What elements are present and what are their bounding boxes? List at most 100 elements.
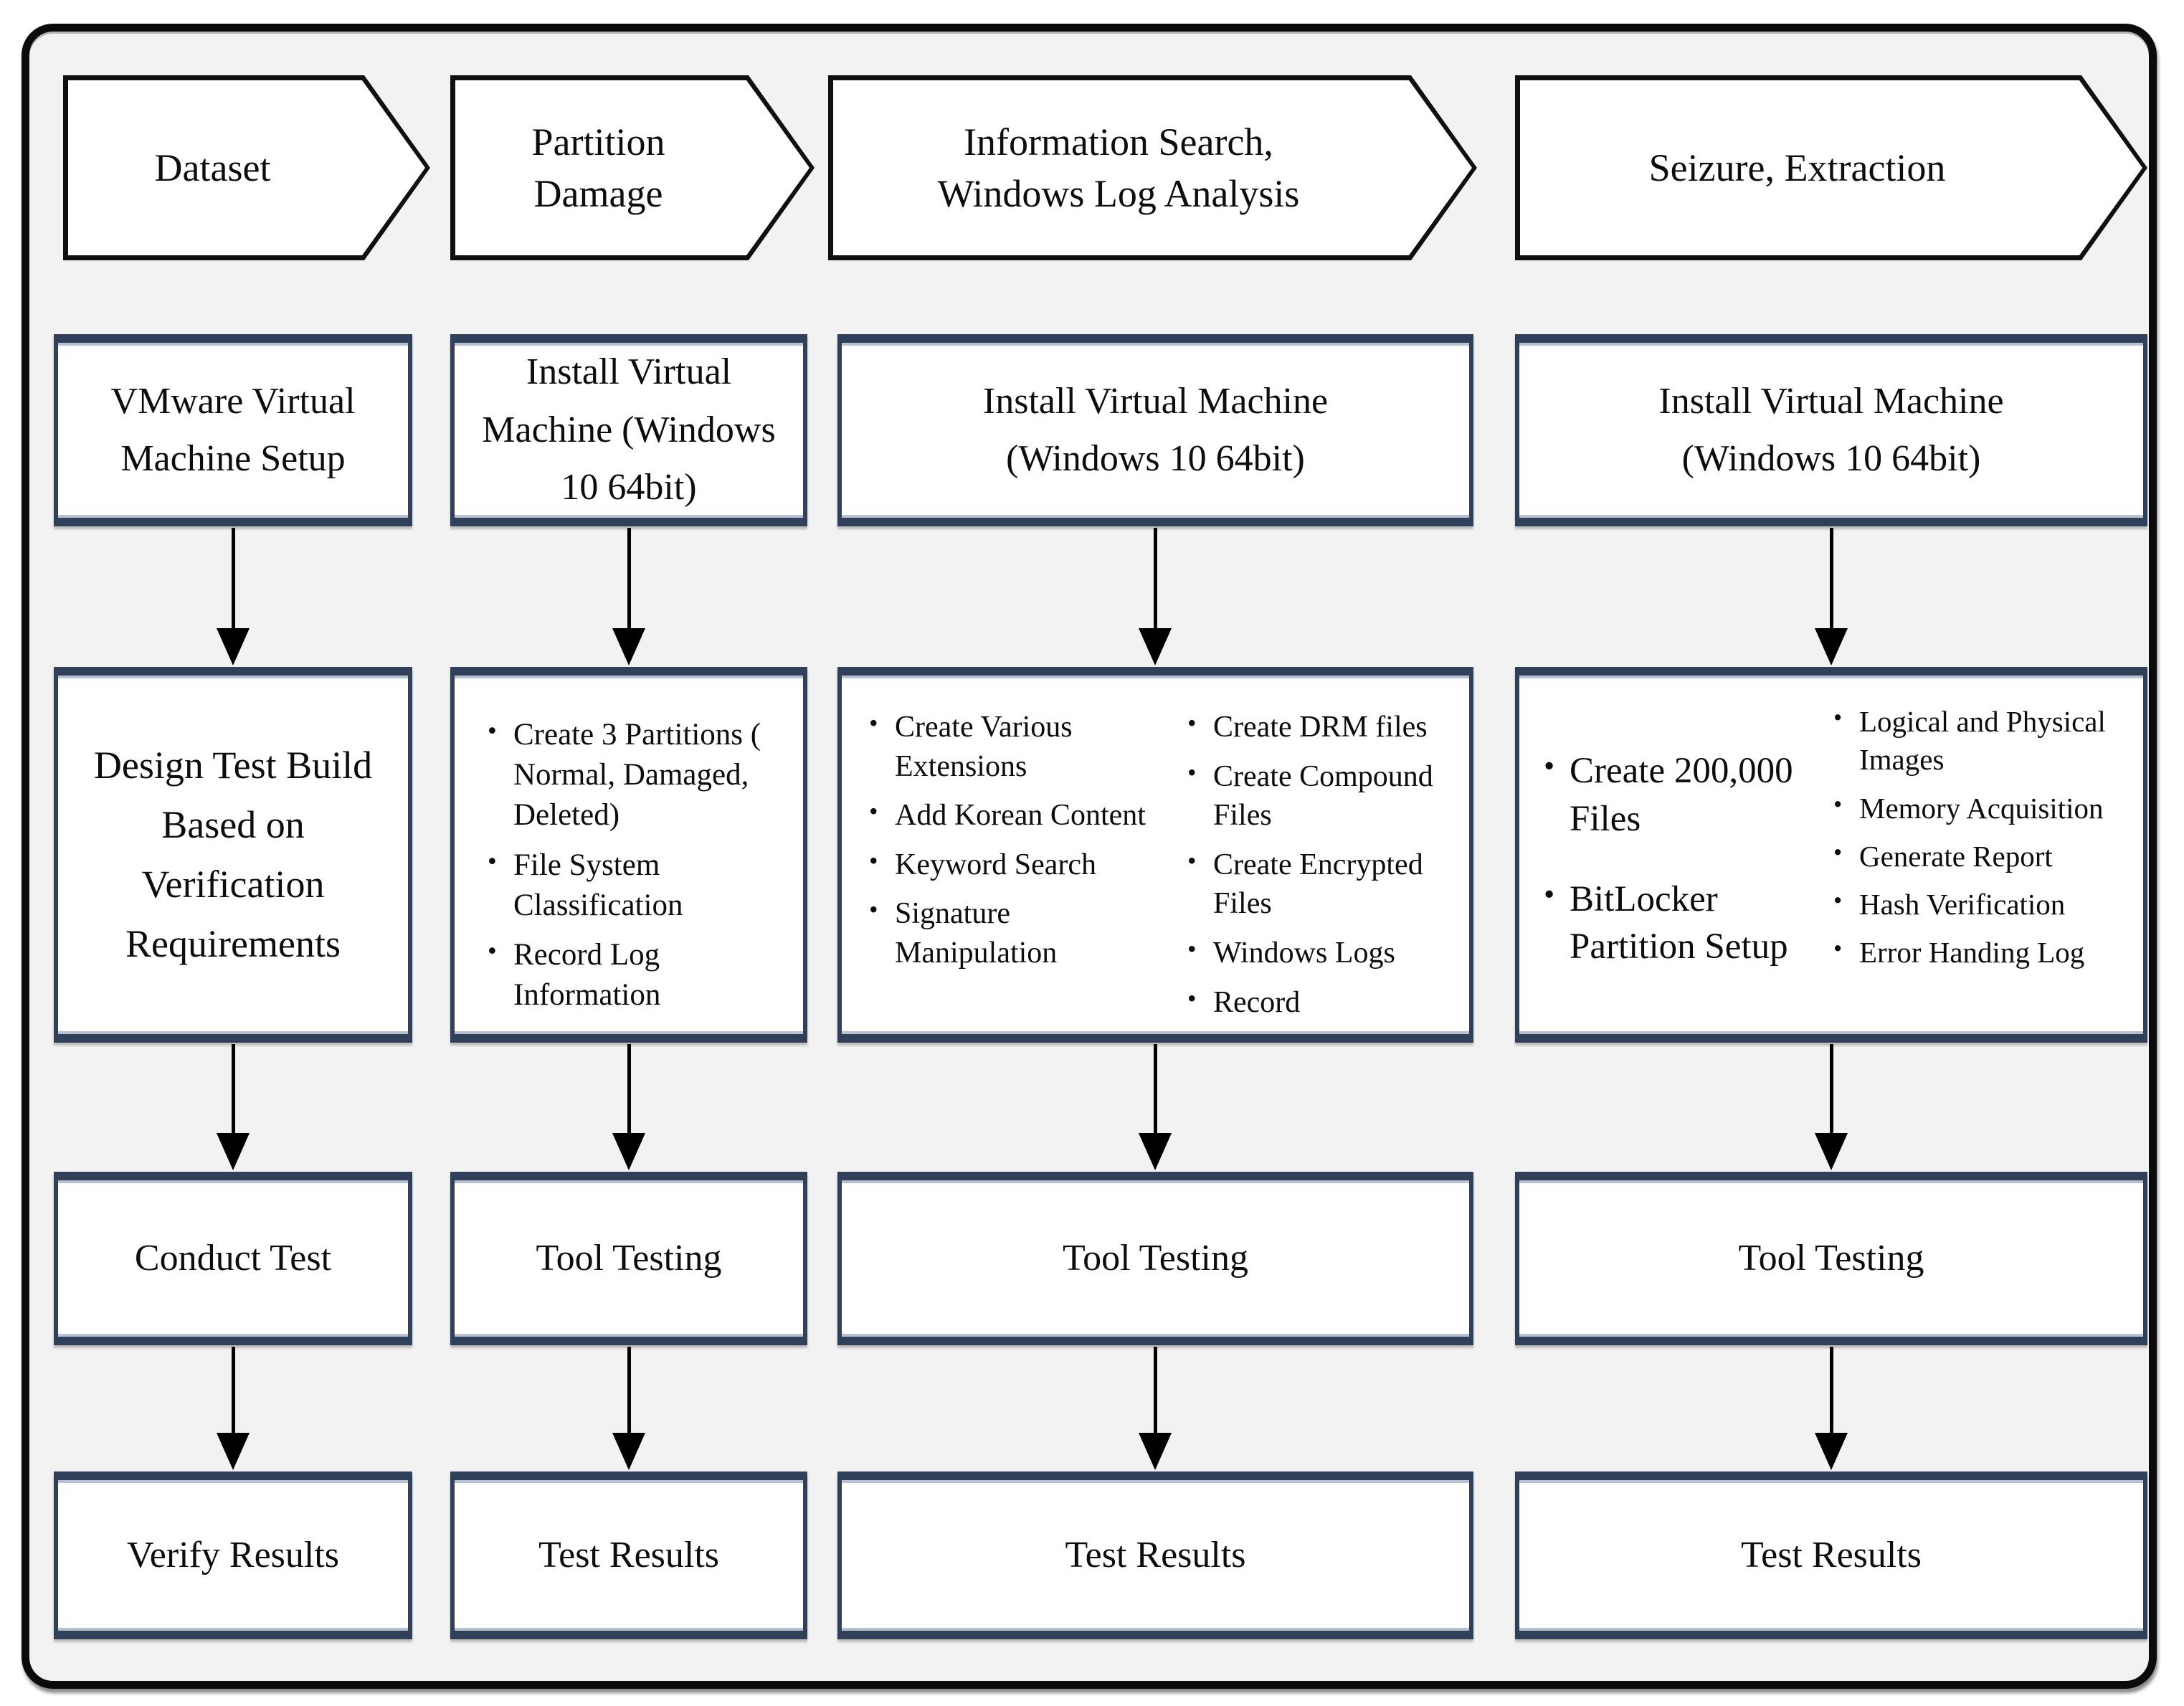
chevron-arrow-fill xyxy=(455,80,809,255)
header-text-line: Information Search, xyxy=(964,120,1273,164)
header-chevron-seizure-extraction: Seizure, Extraction xyxy=(1515,75,2147,260)
header-chevron-information-search: Information Search, Windows Log Analysis xyxy=(828,75,1477,260)
box-text-line: 10 64bit) xyxy=(561,467,697,508)
box-test-results-partition: Test Results xyxy=(450,1472,807,1639)
header-label: Partition Damage xyxy=(450,75,815,260)
chevron-arrow-shape xyxy=(63,75,430,260)
bullet-list: Create 3 Partitions ( Normal, Damaged, D… xyxy=(482,714,789,1015)
arrow-line xyxy=(231,528,235,630)
bullet-list: Create DRM files Create Compound Files C… xyxy=(1182,706,1456,1023)
bullet-list: Logical and Physical Images Memory Acqui… xyxy=(1828,696,2130,1023)
down-arrow xyxy=(1815,1044,1848,1170)
header-label: Seizure, Extraction xyxy=(1515,75,2147,260)
chevron-arrow-shape xyxy=(828,75,1477,260)
arrow-line xyxy=(1829,1347,1833,1434)
bullet-item: Record Log Information xyxy=(482,934,789,1015)
down-arrow xyxy=(217,1044,250,1170)
box-text-line: Verify Results xyxy=(126,1534,340,1575)
bullet-item: Logical and Physical Images xyxy=(1828,701,2130,779)
box-vmware-setup: VMware Virtual Machine Setup xyxy=(54,334,412,526)
box-text-line: Install Virtual xyxy=(526,351,732,393)
chevron-arrow-fill xyxy=(68,80,425,255)
box-partition-tasks: Create 3 Partitions ( Normal, Damaged, D… xyxy=(450,667,807,1043)
arrow-head-icon xyxy=(1815,628,1848,665)
down-arrow xyxy=(1139,1347,1172,1470)
arrow-line xyxy=(627,1347,631,1434)
box-tool-testing-search: Tool Testing xyxy=(837,1172,1473,1345)
arrow-head-icon xyxy=(1139,628,1172,665)
arrow-head-icon xyxy=(1139,1433,1172,1470)
bullet-item: Error Handing Log xyxy=(1828,932,2130,972)
bullet-item: Memory Acquisition xyxy=(1828,788,2130,828)
bullet-item: Hash Verification xyxy=(1828,884,2130,924)
header-label: Dataset xyxy=(63,75,430,260)
box-text-line: (Windows 10 64bit) xyxy=(1006,438,1305,479)
bullet-list: Create 200,000 Files BitLocker Partition… xyxy=(1538,696,1818,1023)
header-chevron-dataset: Dataset xyxy=(63,75,430,260)
box-text-line: Based on xyxy=(161,803,305,847)
box-tool-testing-partition: Tool Testing xyxy=(450,1172,807,1345)
arrow-line xyxy=(231,1347,235,1434)
bullet-item: Windows Logs xyxy=(1182,932,1456,973)
box-text-line: (Windows 10 64bit) xyxy=(1681,438,1981,479)
bullet-item: File System Classification xyxy=(482,844,789,926)
arrow-head-icon xyxy=(612,1133,645,1170)
box-text-line: Tool Testing xyxy=(1063,1237,1248,1279)
down-arrow xyxy=(612,528,645,665)
arrow-line xyxy=(1829,528,1833,630)
arrow-line xyxy=(627,528,631,630)
box-seizure-tasks: Create 200,000 Files BitLocker Partition… xyxy=(1515,667,2147,1043)
bullet-list: Create Various Extensions Add Korean Con… xyxy=(863,706,1172,1023)
box-install-vm-search: Install Virtual Machine (Windows 10 64bi… xyxy=(837,334,1473,526)
arrow-head-icon xyxy=(1815,1433,1848,1470)
bullet-item: Create Encrypted Files xyxy=(1182,844,1456,924)
box-text-line: Machine Setup xyxy=(120,438,346,479)
down-arrow xyxy=(1139,528,1172,665)
arrow-head-icon xyxy=(1139,1133,1172,1170)
box-text-line: Test Results xyxy=(538,1534,720,1575)
header-chevron-partition-damage: Partition Damage xyxy=(450,75,815,260)
bullet-item: Keyword Search xyxy=(863,844,1172,885)
arrow-head-icon xyxy=(1815,1133,1848,1170)
bullet-item: Generate Report xyxy=(1828,836,2130,876)
box-conduct-test: Conduct Test xyxy=(54,1172,412,1345)
bullet-item: Create 200,000 Files xyxy=(1538,746,1818,843)
arrow-line xyxy=(1153,528,1157,630)
arrow-head-icon xyxy=(612,628,645,665)
chevron-arrow-shape xyxy=(450,75,815,260)
box-search-tasks: Create Various Extensions Add Korean Con… xyxy=(837,667,1473,1043)
header-text-line: Damage xyxy=(533,172,663,215)
arrow-head-icon xyxy=(217,628,250,665)
down-arrow xyxy=(1815,528,1848,665)
box-text-line: Requirements xyxy=(125,921,341,965)
box-test-results-seizure: Test Results xyxy=(1515,1472,2147,1639)
bullet-item: Create 3 Partitions ( Normal, Damaged, D… xyxy=(482,714,789,835)
header-text-line: Seizure, Extraction xyxy=(1648,146,1946,189)
bullet-item: Signature Manipulation xyxy=(863,893,1172,972)
box-text-line: Tool Testing xyxy=(1738,1237,1924,1279)
arrow-head-icon xyxy=(612,1433,645,1470)
header-text-line: Dataset xyxy=(154,146,271,189)
box-text-line: VMware Virtual xyxy=(110,380,356,422)
arrow-line xyxy=(1829,1044,1833,1134)
arrow-head-icon xyxy=(217,1433,250,1470)
header-label: Information Search, Windows Log Analysis xyxy=(828,75,1477,260)
bullet-item: Record xyxy=(1182,982,1456,1023)
down-arrow xyxy=(217,1347,250,1470)
box-install-vm-partition: Install Virtual Machine (Windows 10 64bi… xyxy=(450,334,807,526)
box-install-vm-seizure: Install Virtual Machine (Windows 10 64bi… xyxy=(1515,334,2147,526)
down-arrow xyxy=(612,1044,645,1170)
arrow-head-icon xyxy=(217,1133,250,1170)
bullet-item: Add Korean Content xyxy=(863,795,1172,835)
arrow-line xyxy=(1153,1347,1157,1434)
arrow-line xyxy=(627,1044,631,1134)
arrow-line xyxy=(1153,1044,1157,1134)
header-text-line: Windows Log Analysis xyxy=(937,172,1300,215)
box-verify-results: Verify Results xyxy=(54,1472,412,1639)
box-text-line: Design Test Build xyxy=(93,744,373,787)
bullet-item: Create Various Extensions xyxy=(863,706,1172,786)
box-text-line: Verification xyxy=(141,863,325,906)
box-tool-testing-seizure: Tool Testing xyxy=(1515,1172,2147,1345)
box-text-line: Test Results xyxy=(1065,1534,1246,1575)
